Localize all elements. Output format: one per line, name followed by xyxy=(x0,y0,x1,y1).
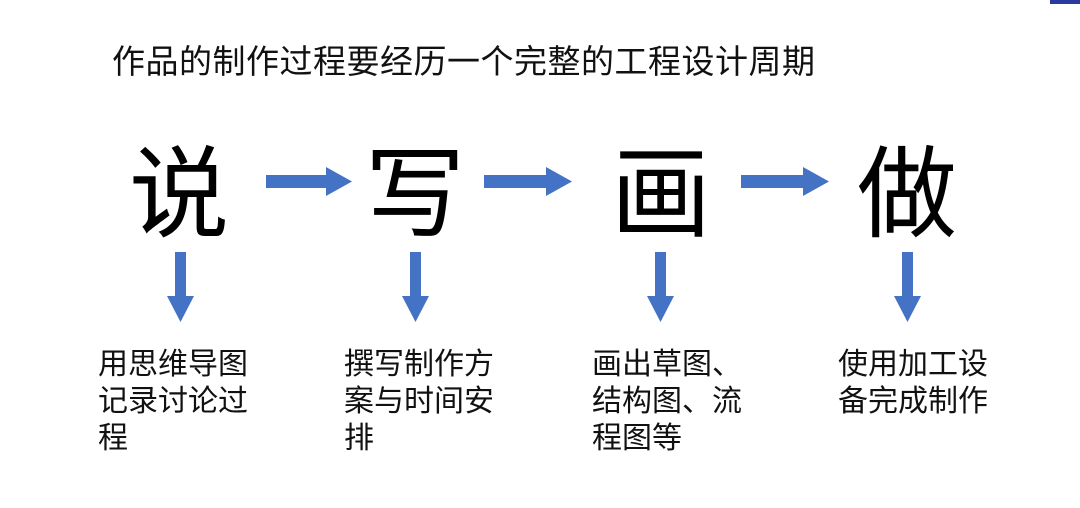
right-arrow-2 xyxy=(484,167,572,196)
step-char-make: 做 xyxy=(857,136,957,253)
down-arrow-2 xyxy=(402,252,429,322)
down-arrow-4 xyxy=(894,252,921,322)
right-arrow-1 xyxy=(266,167,352,196)
slide-title: 作品的制作过程要经历一个完整的工程设计周期 xyxy=(112,42,816,81)
step-description-make: 使用加工设备完成制作 xyxy=(838,347,988,419)
step-description-speak: 用思维导图记录讨论过程 xyxy=(98,347,248,456)
step-char-draw: 画 xyxy=(611,136,711,253)
step-description-draw: 画出草图、结构图、流程图等 xyxy=(592,347,742,456)
step-description-write: 撰写制作方案与时间安排 xyxy=(344,347,494,456)
right-arrow-3 xyxy=(741,167,829,196)
top-accent-bar xyxy=(1050,0,1080,4)
top-bar xyxy=(0,0,1080,5)
step-char-write: 写 xyxy=(365,136,465,253)
down-arrow-1 xyxy=(167,252,194,322)
down-arrow-3 xyxy=(647,252,674,322)
step-char-speak: 说 xyxy=(129,136,229,253)
